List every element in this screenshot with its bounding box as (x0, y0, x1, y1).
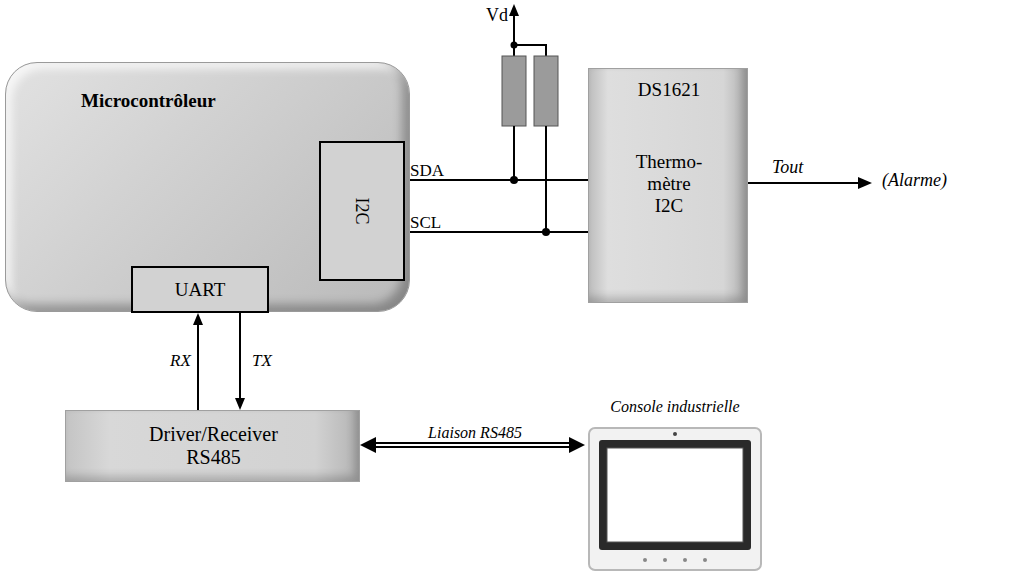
node-title: Microcontrôleur (81, 90, 321, 112)
resistor-symbol (534, 56, 558, 126)
supply-arrowhead (509, 4, 519, 16)
uart-block: UART (131, 266, 269, 313)
alarm-wire (748, 182, 860, 184)
signal-label: Liaison RS485 (428, 424, 522, 442)
signal-label: RX (170, 352, 191, 371)
supply-wire (513, 14, 515, 45)
node-title: Console industrielle (585, 398, 765, 416)
signal-label: TX (252, 352, 272, 371)
alarm-label: (Alarme) (882, 171, 947, 191)
console-illustration (585, 424, 765, 574)
node-title: UART (133, 279, 267, 301)
rs485-transceiver: Driver/Receiver RS485 (65, 410, 360, 482)
connector (193, 313, 203, 410)
industrial-console: Console industrielle (585, 398, 765, 576)
node-title: DS1621 (589, 79, 749, 101)
supply-wire (514, 44, 546, 46)
connector (235, 313, 245, 410)
signal-label: Tout (772, 158, 803, 178)
node-title: I2C (352, 198, 373, 225)
node-title: Driver/Receiver RS485 (126, 423, 301, 469)
microcontroller-block: MicrocontrôleurI2C UART (5, 62, 410, 312)
resistor-symbol (502, 56, 526, 126)
thermometer-chip: DS1621Thermo- mètre I2C (588, 68, 748, 303)
supply-wire (545, 44, 547, 56)
junction-dot (511, 42, 518, 49)
signal-label: SDA (410, 162, 444, 181)
i2c-block: I2C (319, 141, 405, 281)
alarm-arrowhead (858, 177, 872, 189)
supply-label: Vd (486, 6, 508, 26)
signal-label: SCL (410, 214, 441, 233)
node-body: Thermo- mètre I2C (634, 151, 704, 217)
pullup-wire (513, 126, 515, 180)
